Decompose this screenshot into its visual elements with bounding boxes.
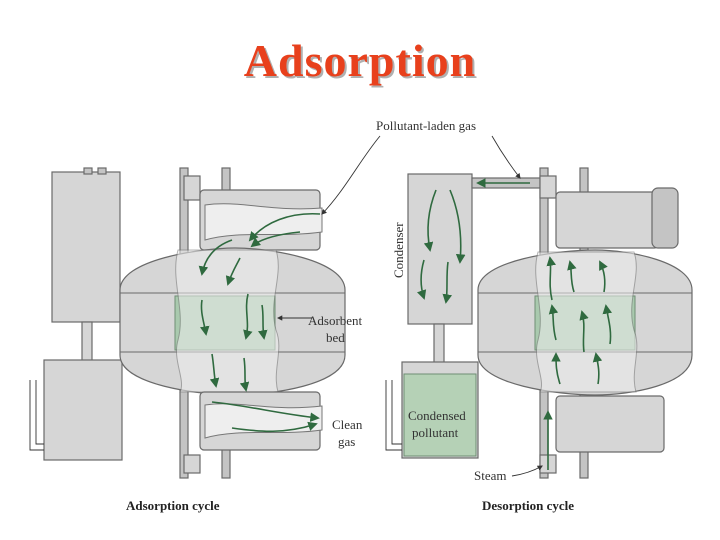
label-pollutant-laden-gas: Pollutant-laden gas [376,118,476,133]
label-steam: Steam [474,468,507,483]
left-lower-tank [43,359,123,461]
right-gas-channel [535,251,638,393]
valve [183,175,201,201]
pollutant-leader-left [321,135,381,215]
adsorption-unit [29,167,346,479]
left-connector [81,321,93,363]
label-gas: gas [338,434,355,449]
inlet-gas [204,203,323,241]
caption-desorption-cycle: Desorption cycle [482,498,574,513]
drain-pipe [35,380,44,445]
label-condensed: Condensed [408,408,466,423]
right-bottom-duct [555,395,665,453]
drain-pipe [385,380,402,451]
drain-pipe [29,380,44,451]
label-pollutant: pollutant [412,425,459,440]
label-condenser: Condenser [391,222,406,278]
valve [539,175,557,199]
tank-cap [83,167,93,175]
steam-leader [511,465,543,477]
desorption-unit [385,167,693,479]
label-bed: bed [326,330,345,345]
tank-cap [97,167,107,175]
condenser-tank [407,173,473,325]
duct-cap [651,187,679,249]
condensed-pollutant-liquid [403,373,477,457]
pollutant-leader-right [491,135,521,179]
drain-pipe [391,380,402,445]
valve [183,454,201,474]
label-adsorbent: Adsorbent [308,313,363,328]
label-clean: Clean [332,417,363,432]
caption-adsorption-cycle: Adsorption cycle [126,498,220,513]
condenser-connector [433,323,445,365]
left-upper-tank [51,171,121,323]
right-top-duct [555,191,659,249]
page-title: Adsorption [243,35,477,86]
